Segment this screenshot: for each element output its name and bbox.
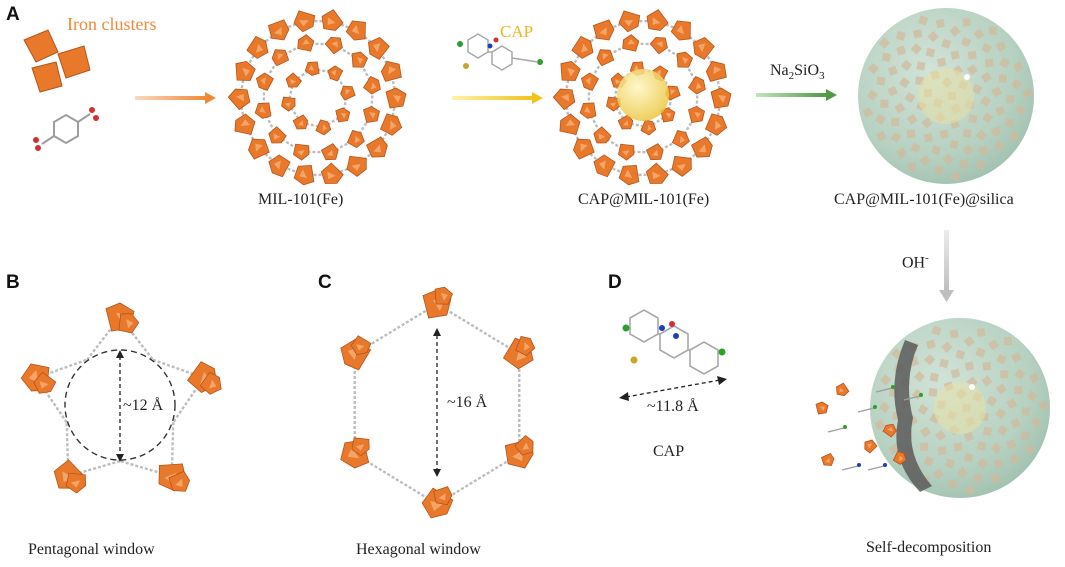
pentagonal-size-label: ~12 Å (123, 397, 164, 414)
cap-molecule-label: CAP (653, 443, 685, 460)
cap-molecule-large-icon (622, 309, 726, 375)
arrow-decomposition (939, 230, 954, 302)
pentagonal-window-circle (64, 349, 176, 461)
cap-size-arrow (619, 376, 727, 401)
hexagonal-window-diagram (340, 286, 536, 519)
cap-payload-sphere (617, 69, 669, 121)
na2sio3-label: Na2SiO3 (770, 62, 825, 82)
arrow-silicification (756, 89, 837, 101)
cap-molecule-small-icon (457, 33, 543, 71)
pentagonal-window-label: Pentagonal window (28, 541, 155, 558)
pentagonal-size-arrow (116, 350, 124, 462)
hexagonal-size-label: ~16 Å (447, 394, 488, 411)
released-fragments (815, 382, 923, 471)
hexagonal-size-arrow (433, 328, 441, 477)
cap-mil101-label: CAP@MIL-101(Fe) (578, 191, 710, 208)
decomposing-sphere (870, 318, 1050, 498)
terephthalate-linker-icon (33, 107, 99, 151)
na2sio3-na: Na (770, 62, 789, 79)
cap-mil101-cage (552, 9, 732, 186)
na2sio3-sub3: 3 (819, 70, 825, 83)
arrow-encapsulation (452, 92, 543, 104)
self-decomposition-label: Self-decomposition (866, 539, 992, 556)
silica-coated-sphere (858, 8, 1034, 184)
panel-letter-b: B (6, 272, 20, 293)
pentagonal-window-diagram (20, 302, 222, 494)
panel-letter-c: C (318, 272, 332, 293)
panel-letter-d: D (608, 272, 622, 293)
cap-mil101-silica-label: CAP@MIL-101(Fe)@silica (834, 191, 1014, 208)
oh-label: OH- (902, 252, 929, 272)
hexagonal-window-label: Hexagonal window (356, 541, 481, 558)
iron-cluster-icon (23, 29, 91, 93)
cap-reagent-label: CAP (500, 22, 534, 41)
iron-clusters-label: Iron clusters (67, 14, 157, 34)
oh-base: OH (902, 254, 926, 272)
oh-sup: - (925, 252, 929, 264)
na2sio3-sub2: 2 (788, 70, 795, 83)
na2sio3-sio: SiO (794, 62, 820, 79)
arrow-assembly (135, 92, 216, 104)
cap-size-label: ~11.8 Å (647, 398, 699, 415)
panel-letter-a: A (6, 4, 20, 25)
mil101-label: MIL-101(Fe) (258, 191, 344, 208)
mil101-cage (227, 9, 407, 186)
